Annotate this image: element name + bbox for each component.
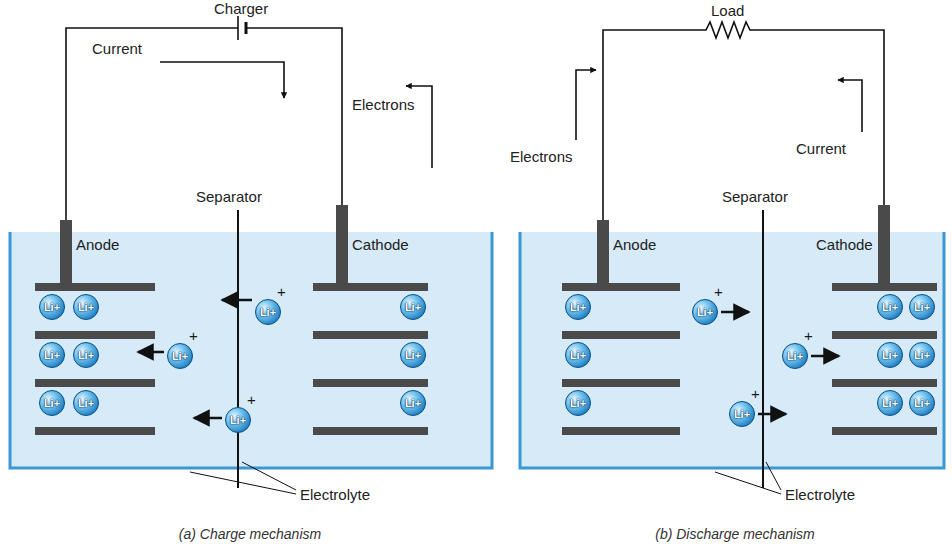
- lithium-ion: Li+: [400, 390, 426, 416]
- lithium-ion: Li++: [255, 299, 281, 325]
- electrode-label: Cathode: [352, 236, 409, 253]
- ion-label: Li+: [260, 307, 276, 318]
- separator-label: Separator: [196, 188, 262, 205]
- ion-label: Li+: [882, 302, 898, 313]
- current-arrow: [838, 80, 862, 132]
- ion-label: Li+: [44, 350, 60, 361]
- ion-label: Li+: [172, 351, 188, 362]
- cathode-plates: [313, 283, 428, 435]
- lithium-ion: Li+: [565, 294, 591, 320]
- anode-post: [60, 220, 72, 284]
- ion-arrows: [721, 312, 839, 414]
- ion-label: Li+: [570, 398, 586, 409]
- ion-label: Li+: [44, 302, 60, 313]
- lithium-ion: Li++: [692, 299, 718, 325]
- lithium-ion: Li+: [565, 342, 591, 368]
- lithium-ion: Li++: [225, 407, 251, 433]
- ion-label: Li+: [78, 350, 94, 361]
- ion-label: Li+: [44, 398, 60, 409]
- ion-label: Li+: [734, 409, 750, 420]
- electrolyte-label: Electrolyte: [300, 486, 370, 503]
- lithium-ion: Li+: [400, 342, 426, 368]
- current-label: Current: [92, 40, 142, 57]
- ion-label: Li+: [914, 350, 930, 361]
- caption: (a) Charge mechanism: [179, 526, 321, 542]
- lithium-ion: Li+: [909, 390, 935, 416]
- current-label: Current: [796, 140, 846, 157]
- electrolyte-fill: [10, 232, 492, 468]
- ion-label: Li+: [697, 307, 713, 318]
- lithium-ion: Li+: [877, 390, 903, 416]
- electron-label: Electrons: [510, 148, 573, 165]
- leader-line: [190, 462, 296, 494]
- ion-label: Li+: [230, 415, 246, 426]
- separator-line: [762, 210, 764, 488]
- anode-plates: [35, 283, 155, 435]
- electrode-label: Anode: [613, 236, 656, 253]
- lithium-ion: Li+: [909, 294, 935, 320]
- caption: (b) Discharge mechanism: [655, 526, 815, 542]
- lithium-ion: Li+: [39, 294, 65, 320]
- electrode-label: Anode: [76, 236, 119, 253]
- ion-label: Li+: [405, 302, 421, 313]
- ion-label: Li+: [78, 398, 94, 409]
- lithium-ion: Li+: [877, 294, 903, 320]
- ion-label: Li+: [882, 398, 898, 409]
- component-label: Load: [711, 2, 744, 19]
- ion-label: Li+: [405, 350, 421, 361]
- cathode-plates: [832, 283, 937, 435]
- electron-label: Electrons: [352, 96, 415, 113]
- ion-label: Li+: [787, 351, 803, 362]
- separator-label: Separator: [722, 188, 788, 205]
- anode-plates: [562, 283, 680, 435]
- ion-label: Li+: [570, 302, 586, 313]
- ion-label: Li+: [914, 302, 930, 313]
- circuit-wire: [603, 22, 884, 220]
- ion-label: Li+: [914, 398, 930, 409]
- charger-symbol: [245, 22, 248, 34]
- lithium-ion: Li+: [39, 342, 65, 368]
- lithium-ion: Li+: [39, 390, 65, 416]
- lithium-ion: Li+: [565, 390, 591, 416]
- ion-label: Li+: [78, 302, 94, 313]
- lithium-ion: Li+: [877, 342, 903, 368]
- component-label: Charger: [214, 0, 268, 17]
- lithium-ion: Li++: [782, 343, 808, 369]
- electrode-label: Cathode: [816, 236, 873, 253]
- discharge-panel: [520, 22, 944, 494]
- circuit-wire: [66, 28, 342, 220]
- ion-arrows: [138, 300, 252, 418]
- ion-label: Li+: [570, 350, 586, 361]
- cathode-post: [878, 205, 890, 284]
- lithium-ion: Li++: [729, 401, 755, 427]
- leader-line: [715, 462, 781, 494]
- lithium-ion: Li+: [909, 342, 935, 368]
- separator-line: [237, 210, 239, 488]
- charge-sign: +: [277, 284, 286, 299]
- charge-sign: +: [189, 328, 198, 343]
- electron-arrow: [576, 70, 596, 140]
- lithium-ion: Li+: [400, 294, 426, 320]
- anode-post: [597, 220, 609, 284]
- electrolyte-label: Electrolyte: [785, 486, 855, 503]
- charge-sign: +: [247, 392, 256, 407]
- charge-panel: [10, 16, 492, 494]
- charger-symbol: [237, 16, 239, 40]
- lithium-ion: Li+: [73, 294, 99, 320]
- charge-sign: +: [714, 284, 723, 299]
- ion-label: Li+: [882, 350, 898, 361]
- charge-sign: +: [804, 328, 813, 343]
- current-arrow: [160, 62, 284, 98]
- cathode-post: [336, 205, 348, 284]
- ion-label: Li+: [405, 398, 421, 409]
- lithium-ion: Li++: [167, 343, 193, 369]
- charge-sign: +: [751, 386, 760, 401]
- lithium-ion: Li+: [73, 342, 99, 368]
- cell-tank: [10, 232, 492, 468]
- lithium-ion: Li+: [73, 390, 99, 416]
